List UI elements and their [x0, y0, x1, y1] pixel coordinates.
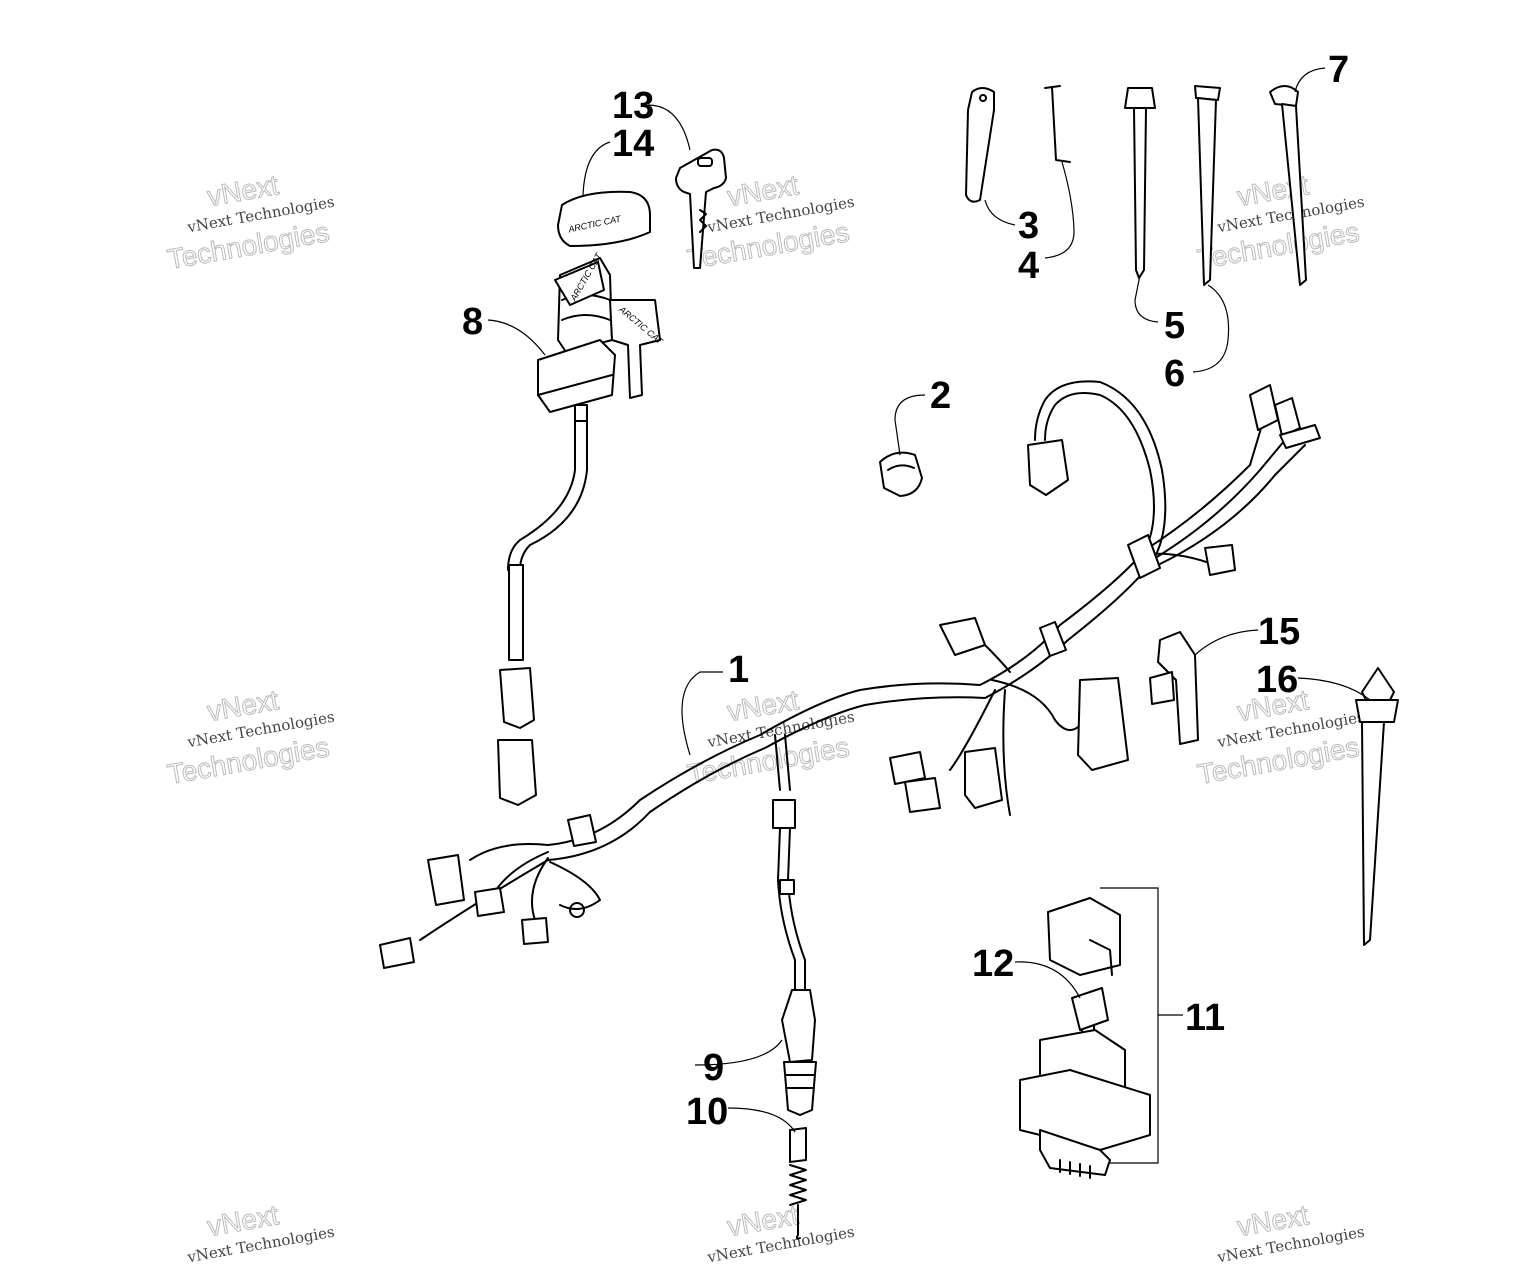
callout-12: 12: [972, 943, 1014, 985]
watermark: vNext vNext Technologies: [1215, 1199, 1366, 1267]
watermark: vNext vNext Technologies Technologies: [165, 169, 336, 276]
part-cable-tie-6: [1194, 85, 1221, 286]
callouts: 1 2 3 4 5 6 7 8 9 10 11 12 13 14 15 16: [462, 49, 1349, 1133]
part-sensor: [777, 827, 817, 1116]
callout-7: 7: [1328, 49, 1349, 91]
callout-10: 10: [686, 1091, 728, 1133]
part-cable-tie-5: [1124, 87, 1156, 279]
callout-16: 16: [1256, 659, 1298, 701]
callout-14: 14: [612, 123, 654, 165]
part-clip-4: [1044, 85, 1071, 163]
part-key-cap: ARCTIC CAT: [557, 190, 651, 247]
part-key: [675, 148, 727, 269]
callout-9: 9: [703, 1047, 724, 1089]
part-ignition-switch: ARCTIC CAT ARCTIC CAT: [497, 250, 666, 806]
part-spring: [789, 1127, 807, 1240]
part-clamp: [879, 451, 923, 497]
watermark: vNext vNext Technologies Technologies: [685, 684, 856, 791]
callout-8: 8: [462, 301, 483, 343]
part-push-mount: [1149, 631, 1199, 745]
callout-15: 15: [1258, 611, 1300, 653]
watermark: vNext vNext Technologies Technologies: [685, 169, 856, 276]
part-clip-3: [965, 87, 995, 203]
leader-lines: [487, 67, 1371, 1164]
callout-4: 4: [1018, 245, 1039, 287]
part-main-harness: [379, 380, 1321, 969]
callout-11: 11: [1185, 997, 1225, 1039]
watermark: vNext vNext Technologies: [705, 1199, 856, 1267]
watermark: vNext vNext Technologies: [185, 1199, 336, 1267]
part-cable-tie-7: [1269, 85, 1307, 286]
watermark: vNext vNext Technologies Technologies: [165, 684, 336, 791]
part-relay-assembly: [1019, 897, 1151, 1179]
callout-3: 3: [1018, 205, 1039, 247]
watermark: vNext vNext Technologies Technologies: [1195, 169, 1366, 276]
callout-1: 1: [728, 649, 749, 691]
callout-5: 5: [1164, 305, 1185, 347]
part-push-tie: [1355, 667, 1399, 946]
callout-13: 13: [612, 85, 654, 127]
callout-6: 6: [1164, 353, 1185, 395]
callout-2: 2: [930, 375, 951, 417]
